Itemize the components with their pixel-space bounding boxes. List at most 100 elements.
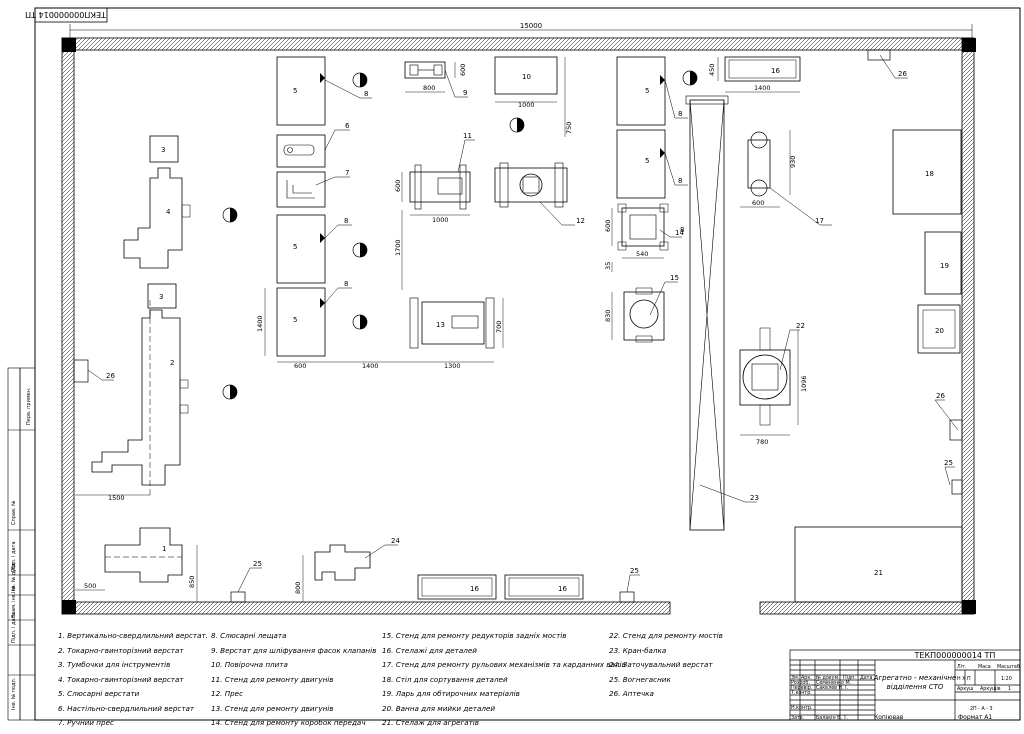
rotated-stamp-box bbox=[34, 7, 108, 23]
callout-8: 8 bbox=[344, 217, 348, 225]
tb-scale-label: Масштаб bbox=[997, 664, 1020, 670]
svg-text:5: 5 bbox=[293, 316, 297, 324]
callout-8: 8 bbox=[364, 90, 368, 98]
side-stamp-label: Справ. № bbox=[11, 500, 17, 525]
dim-label: 600 bbox=[752, 199, 764, 207]
legend-item: 21. Стелаж для агрегатів bbox=[382, 718, 480, 727]
legend-item: 24. Заточувальний верстат bbox=[609, 660, 713, 669]
legend-item: 11. Стенд для ремонту двигунів bbox=[211, 674, 334, 684]
tool-cabinet-3: 3 bbox=[149, 135, 179, 163]
legend-column-1: 1. Вертикально-свердлильний верстат. 2. … bbox=[58, 632, 208, 734]
svg-text:16: 16 bbox=[771, 67, 780, 75]
side-stamp-label: Підп. і дата bbox=[11, 612, 17, 643]
callout-8: 8 bbox=[344, 280, 348, 288]
callout-25: 25 bbox=[630, 567, 639, 575]
svg-text:18: 18 bbox=[925, 170, 934, 178]
callout-8: 8 bbox=[680, 226, 684, 234]
legend-item: 16. Стелажі для деталей bbox=[382, 645, 477, 655]
sorting-table-18: 18 bbox=[892, 129, 962, 215]
callout-15: 15 bbox=[670, 274, 679, 282]
legend-item: 9. Верстат для шліфування фасок клапанів bbox=[211, 645, 377, 655]
dim-label: 450 bbox=[708, 64, 716, 76]
dim-label: 1000 bbox=[432, 216, 449, 224]
legend-item: 13. Стенд для ремонту двигунів bbox=[211, 703, 334, 713]
dim-label: 800 bbox=[423, 84, 435, 92]
tb-role-ncontrol: Н.контр. bbox=[791, 705, 812, 711]
legend-item: 19. Ларь для обтирочних матеріалів bbox=[382, 689, 520, 698]
legend-item: 20. Ванна для мийки деталей bbox=[382, 703, 496, 713]
workbench-5: 5 bbox=[276, 56, 326, 126]
tb-title-line1: Агрегатно - механічне bbox=[873, 674, 957, 682]
tb-sign: Підп. bbox=[843, 675, 856, 681]
callout-7: 7 bbox=[345, 169, 349, 177]
hand-press-7 bbox=[276, 171, 326, 208]
column bbox=[62, 38, 76, 52]
svg-text:1: 1 bbox=[162, 545, 166, 553]
svg-text:4: 4 bbox=[166, 208, 171, 216]
tb-sheet-label: Аркуш bbox=[957, 686, 973, 692]
legend-item: 14. Стенд для ремонту коробок передач bbox=[211, 718, 366, 727]
steering-stand-17 bbox=[747, 131, 771, 197]
walls bbox=[61, 37, 976, 615]
tb-date: Дата bbox=[860, 675, 872, 681]
legend-item: 2. Токарно-гвинторізний верстат bbox=[58, 645, 184, 655]
legend-column-3: 15. Стенд для ремонту редукторів задніх … bbox=[382, 632, 626, 734]
footer-format: Формат А1 bbox=[958, 714, 992, 721]
axle-stand-22 bbox=[739, 327, 791, 426]
dim-label: 1400 bbox=[256, 315, 264, 332]
engine-stand-11 bbox=[409, 164, 471, 210]
callout-14: 14 bbox=[675, 229, 684, 237]
dim-label: 930 bbox=[789, 156, 797, 168]
valve-grinder-9 bbox=[404, 61, 446, 79]
rack-16: 16 bbox=[417, 574, 497, 600]
sheet-frame bbox=[34, 7, 1021, 721]
tb-sheets-value: 1 bbox=[1008, 686, 1011, 692]
washing-bath-20: 20 bbox=[917, 304, 961, 354]
side-stamp-label: Взам. інв. № bbox=[11, 585, 17, 618]
dim-label: 780 bbox=[756, 438, 768, 446]
side-stamp: Перв. примен. Справ. № Підп. і дата Інв.… bbox=[7, 367, 36, 721]
callout-25: 25 bbox=[253, 560, 262, 568]
dim-label: 1700 bbox=[394, 239, 402, 256]
svg-text:21: 21 bbox=[874, 569, 883, 577]
svg-text:16: 16 bbox=[470, 585, 479, 593]
tb-sheets-label: Аркушів bbox=[980, 686, 1001, 692]
tb-scale-value: 1:20 bbox=[1001, 676, 1012, 682]
side-stamp-label: Інв. № дубл. bbox=[11, 561, 17, 593]
tb-doc: № докум. bbox=[816, 675, 840, 681]
press-12 bbox=[494, 162, 568, 208]
dim-label: 850 bbox=[188, 576, 196, 588]
column bbox=[962, 38, 976, 52]
dim-label: 1400 bbox=[754, 84, 771, 92]
callout-26: 26 bbox=[936, 392, 945, 400]
dim-overall-width: 15000 bbox=[520, 22, 542, 30]
extinguisher-25 bbox=[619, 591, 635, 603]
callout-26: 26 bbox=[898, 70, 907, 78]
side-stamp-label: Підп. і дата bbox=[11, 541, 17, 572]
extinguisher-25 bbox=[230, 591, 246, 603]
callout-23: 23 bbox=[750, 494, 759, 502]
workbench-5: 5 bbox=[616, 56, 666, 126]
tb-change: Зм. bbox=[791, 675, 799, 681]
legend-item: 10. Повірочна плита bbox=[211, 660, 288, 669]
extinguisher-25 bbox=[951, 479, 963, 495]
svg-text:3: 3 bbox=[161, 146, 165, 154]
tb-role-check: Перевір. bbox=[791, 685, 812, 691]
workbench-5: 5 bbox=[616, 129, 666, 199]
svg-text:19: 19 bbox=[940, 262, 949, 270]
dim-label: 830 bbox=[604, 310, 612, 322]
lathe-2: 2 bbox=[91, 300, 189, 495]
callout-24: 24 bbox=[391, 537, 400, 545]
dim-label: 600 bbox=[394, 180, 402, 192]
dim-label: 35 bbox=[604, 262, 612, 270]
legend-item: 23. Кран-балка bbox=[609, 645, 667, 655]
tb-role-dev: Розроб. bbox=[791, 680, 810, 686]
callout-17: 17 bbox=[815, 217, 824, 225]
surface-plate-10: 10 bbox=[494, 56, 558, 95]
callout-26: 26 bbox=[106, 372, 115, 380]
rack-16: 16 bbox=[504, 574, 584, 600]
dim-label: 600 bbox=[459, 64, 467, 76]
tb-lit-label: Літ. bbox=[957, 664, 966, 670]
legend-item: 22. Стенд для ремонту мостів bbox=[609, 631, 723, 640]
